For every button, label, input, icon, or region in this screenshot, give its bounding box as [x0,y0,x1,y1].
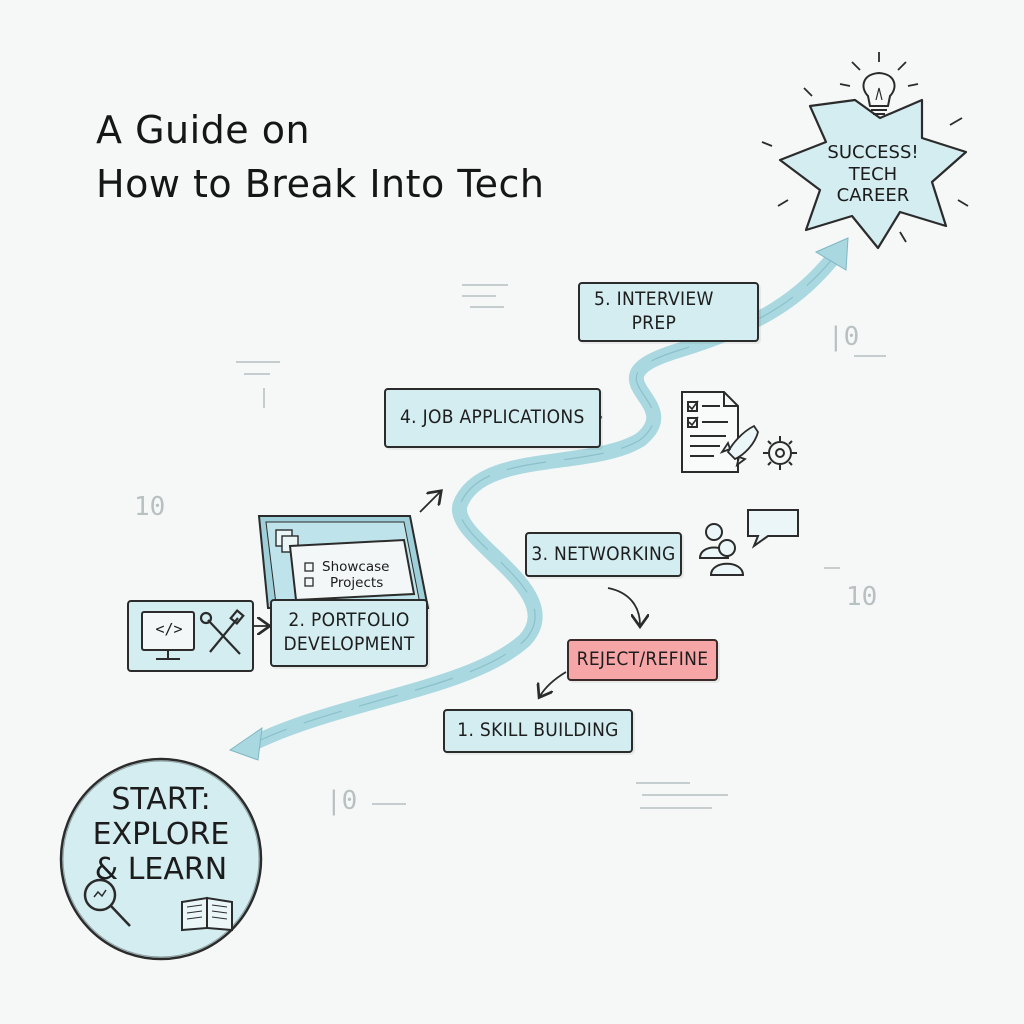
step-job-applications: 4. JOB APPLICATIONS [384,388,601,448]
step-portfolio-development-label: 2. PORTFOLIO DEVELOPMENT [283,609,415,655]
background-mark: |0 [828,322,860,352]
success-label: SUCCESS! TECH CAREER [827,142,919,207]
folder-item-showcase: Showcase [322,559,390,575]
step-skill-building-label: 1. SKILL BUILDING [457,719,619,742]
step-portfolio-development: 2. PORTFOLIO DEVELOPMENT [270,599,428,667]
reject-refine-box: REJECT/REFINE [567,639,718,681]
arrow-networking-to-reject [607,587,640,625]
open-book-icon [181,896,233,932]
monitor-tools-card [127,600,254,672]
career-path-outline [249,251,839,746]
background-doodles [236,284,886,809]
reject-refine-label: REJECT/REFINE [576,648,709,671]
background-mark: 10 [134,492,166,522]
document-checklist-icon [681,391,739,473]
background-mark: 10 [846,582,878,612]
wrench-screwdriver-icon [199,609,245,655]
step-networking: 3. NETWORKING [525,532,682,577]
briefcase-folder-icon [257,515,430,609]
monitor-code-icon [141,611,195,660]
people-icon [698,523,745,576]
monitor-code-text: </> [155,620,183,638]
step-networking-label: 3. NETWORKING [531,542,676,565]
step-interview-prep: 5. INTERVIEW PREP [578,282,759,342]
step-interview-prep-label: 5. INTERVIEW PREP [594,288,714,334]
lightbulb-rays [761,52,969,243]
arrow-to-job-applications [419,492,440,513]
chat-bubble-icon [747,509,799,549]
lightbulb-icon [862,71,896,115]
path-arrowhead-end [814,237,849,271]
title-line-1: A Guide on [96,108,311,152]
gear-icon [763,436,797,470]
success-starburst [778,98,968,250]
folder-item-projects: Projects [330,575,384,591]
magnifier-icon [83,878,131,927]
rocket-icon-2 [719,424,759,468]
start-label: START: EXPLORE & LEARN [92,782,230,888]
step-skill-building: 1. SKILL BUILDING [443,709,633,753]
path-arrowhead-start [228,726,263,761]
step-job-applications-label: 4. JOB APPLICATIONS [400,406,585,429]
title-line-2: How to Break Into Tech [96,162,545,206]
background-mark: |0 [326,786,358,816]
arrow-reject-to-skill [540,671,567,696]
